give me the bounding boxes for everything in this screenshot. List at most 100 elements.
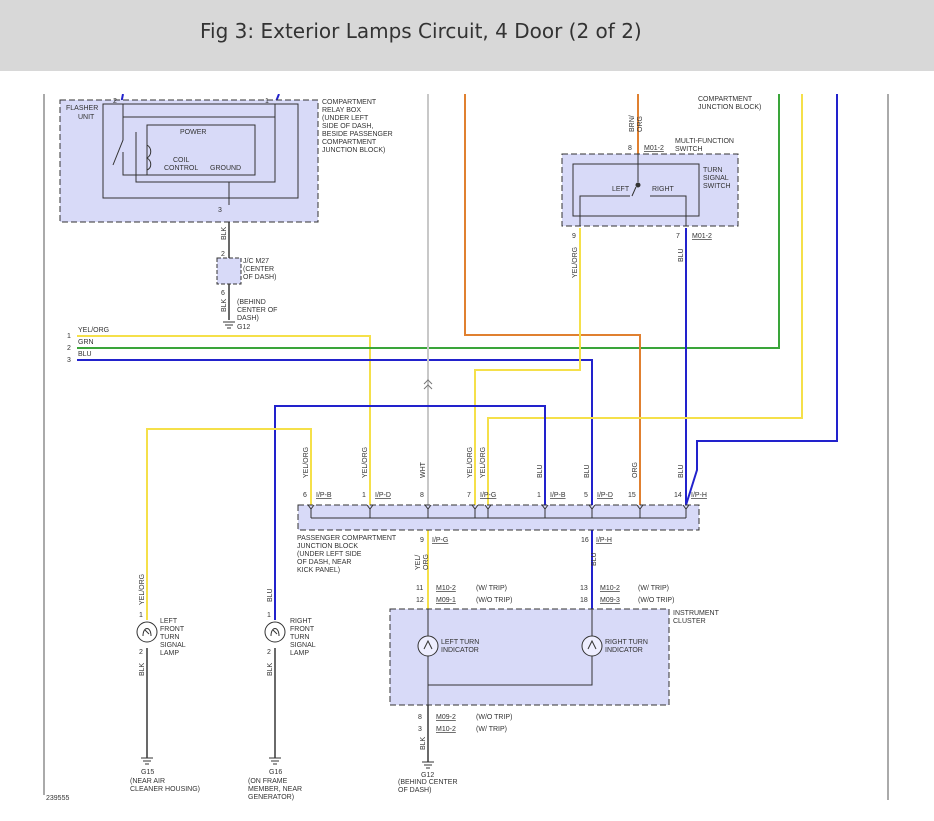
mfs-wire-right: BLU xyxy=(678,248,685,262)
cluster-note-wotrip-right: (W/O TRIP) xyxy=(638,597,674,604)
pjb-conn-6: I/P-D xyxy=(597,492,613,499)
pjb-pin-tick-3 xyxy=(471,504,479,518)
cluster-conn-m09-1: M09-1 xyxy=(436,597,456,604)
wire-org xyxy=(464,94,641,505)
g16-label: G16 xyxy=(269,769,282,776)
jc-wire-bottom: BLK xyxy=(221,298,228,312)
pjb-wire-label-4: YEL/ORG xyxy=(480,447,487,478)
cluster-ground-label: G12 xyxy=(421,772,434,779)
wire-blu-bus xyxy=(77,359,593,505)
bus-wire-3-num: 3 xyxy=(67,357,71,364)
bus-wire-1-color: YEL/ORG xyxy=(78,327,109,334)
mfs-wire-top: BRN/ORG xyxy=(629,115,644,132)
mfs-conn-bottom: M01-2 xyxy=(692,233,712,240)
left-turn-indicator-icon xyxy=(417,635,439,657)
pjb-wire-label-1: YEL/ORG xyxy=(362,447,369,478)
left-lamp-bulb-icon xyxy=(136,621,158,643)
flasher-internals xyxy=(112,104,276,205)
cluster-note-wotrip-bottom: (W/O TRIP) xyxy=(476,714,512,721)
cluster-note-wotrip-left: (W/O TRIP) xyxy=(476,597,512,604)
jc-wire-top: BLK xyxy=(221,226,228,240)
ground-symbol-g12-top xyxy=(223,321,235,329)
pjb-conn-0: I/P-B xyxy=(316,492,332,499)
wire-yel-right xyxy=(487,94,803,505)
mfs-internals xyxy=(579,154,687,226)
page-title: Fig 3: Exterior Lamps Circuit, 4 Door (2… xyxy=(200,19,642,43)
pjb-bottom-right-conn: I/P-H xyxy=(596,537,612,544)
bus-wire-3-color: BLU xyxy=(78,351,92,358)
cluster-box xyxy=(389,608,670,706)
pjb-bottom-left-pin: 9 xyxy=(420,537,424,544)
mfs-pin-right: 7 xyxy=(676,233,680,240)
flasher-unit xyxy=(102,103,299,199)
wire-yel-left-lamp xyxy=(146,428,312,620)
figure-id: 239555 xyxy=(46,795,69,802)
pjb-pin-2: 8 xyxy=(420,492,424,499)
mfs-conn-top: M01-2 xyxy=(644,145,664,152)
pjb-conn-8: I/P-H xyxy=(691,492,707,499)
wire-grn-bus xyxy=(77,94,780,349)
pjb-wire-label-0: YEL/ORG xyxy=(303,447,310,478)
relay-pin-left: 2 xyxy=(113,98,117,105)
cluster-pin-13: 13 xyxy=(580,585,588,592)
g15-label: G15 xyxy=(141,769,154,776)
pjb-pin-tick-4 xyxy=(484,504,492,518)
relay-ground-label: GROUND xyxy=(210,165,241,172)
cluster-internals xyxy=(427,609,593,705)
right-turn-indicator-icon xyxy=(581,635,603,657)
wire-blu-right xyxy=(685,94,838,506)
left-lamp-wire-bottom: BLK xyxy=(139,662,146,676)
mfs-wire-left: YEL/ORG xyxy=(572,247,579,278)
pjb-pin-0: 6 xyxy=(303,492,307,499)
wire-break-symbol xyxy=(423,379,433,390)
wire-blu-right-lamp xyxy=(274,405,546,620)
pjb-pin-1: 1 xyxy=(362,492,366,499)
cluster-pin-12: 12 xyxy=(416,597,424,604)
header-bar: Fig 3: Exterior Lamps Circuit, 4 Door (2… xyxy=(0,0,934,71)
right-lamp-wire-bottom: BLK xyxy=(267,662,274,676)
cluster-pin-3: 3 xyxy=(418,726,422,733)
relay-power-label: POWER xyxy=(180,129,206,136)
cluster-wire-bottom: BLK xyxy=(420,736,427,750)
pjb-pin-5: 1 xyxy=(537,492,541,499)
pjb-bottom-left-conn: I/P-G xyxy=(432,537,448,544)
jc-m27-box xyxy=(216,257,242,285)
left-lamp-wire-top: YEL/ORG xyxy=(139,574,146,605)
pjb-pin-tick-1 xyxy=(366,504,374,518)
cluster-pin-8: 8 xyxy=(418,714,422,721)
pjb-bottom-left-wire: YEL/ORG xyxy=(415,554,430,570)
jc-pin-bottom: 6 xyxy=(221,290,225,297)
wire-yel-org-bus xyxy=(77,335,371,505)
cluster-conn-m10-2-bottom: M10-2 xyxy=(436,726,456,733)
right-lamp-pin-bottom: 2 xyxy=(267,649,271,656)
pjb-pin-tick-7 xyxy=(636,504,644,518)
bus-wire-2-num: 2 xyxy=(67,345,71,352)
flasher-inner xyxy=(146,124,256,176)
pjb-wire-label-6: BLU xyxy=(584,464,591,478)
cluster-conn-m09-3: M09-3 xyxy=(600,597,620,604)
pjb-pin-tick-2 xyxy=(424,504,432,518)
mfs-pin-top: 8 xyxy=(628,145,632,152)
pjb-conn-5: I/P-B xyxy=(550,492,566,499)
pjb-wire-label-7: ORG xyxy=(632,462,639,478)
wires xyxy=(77,94,838,620)
cluster-note-wtrip-left: (W/ TRIP) xyxy=(476,585,507,592)
pjb-bottom-right-wire: BLU xyxy=(591,552,598,566)
pjb-pin-tick-8 xyxy=(682,504,690,518)
mfs-left-label: LEFT xyxy=(612,186,630,193)
pjb-pin-tick-5 xyxy=(541,504,549,518)
